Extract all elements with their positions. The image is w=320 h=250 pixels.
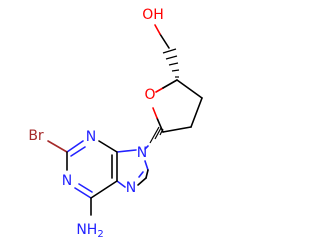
- bond-c1-n9: [144, 145, 149, 150]
- n3-label: N: [86, 129, 96, 145]
- bond-n1-c6-double: [78, 183, 93, 193]
- bond-n1-c6: [74, 187, 92, 199]
- hashed-bond-c4-c5: [162, 48, 180, 78]
- bond-c2-br: [47, 140, 68, 153]
- n7-label: N: [126, 180, 136, 196]
- sugar-ring: [144, 24, 203, 150]
- bond-c4-c3: [176, 79, 203, 99]
- bond-n9-c8: [145, 169, 149, 179]
- bond-n3-c2-double: [70, 146, 86, 157]
- purine-rings: [47, 140, 149, 216]
- bond-n7-c5: [116, 180, 126, 188]
- hydroxyl-label: OH: [142, 7, 164, 23]
- n9-label: N: [137, 145, 147, 161]
- molecule-canvas: OH O N N N N Br NH2: [28, 7, 203, 240]
- bond-c8-n7-double: [138, 171, 144, 178]
- hashed-bond-c1-n9: [149, 126, 164, 144]
- n1-label: N: [62, 173, 72, 189]
- bond-c3-c2: [190, 97, 203, 128]
- bond-c4-n3: [98, 140, 118, 153]
- bond-c8-n7: [137, 177, 147, 186]
- bond-c1-o-red: [152, 107, 158, 119]
- bromine-label: Br: [28, 128, 44, 144]
- bond-c4-n9: [116, 149, 137, 153]
- bond-c6-c5: [90, 180, 118, 199]
- bond-c2-c1: [162, 126, 192, 133]
- bond-n9-c8-n: [144, 160, 149, 171]
- bond-n3-c2: [66, 140, 84, 153]
- amine-label: NH2: [76, 222, 103, 240]
- atom-labels: OH O N N N N Br NH2: [28, 7, 163, 240]
- molecule-structure: OH O N N N N Br NH2: [28, 7, 203, 240]
- ring-oxygen-label: O: [144, 87, 155, 103]
- bond-o-c4: [162, 79, 178, 89]
- bond-c5-oh-red: [154, 24, 161, 35]
- bond-c5-oh: [159, 33, 170, 49]
- bond-o-c4-red: [155, 87, 164, 93]
